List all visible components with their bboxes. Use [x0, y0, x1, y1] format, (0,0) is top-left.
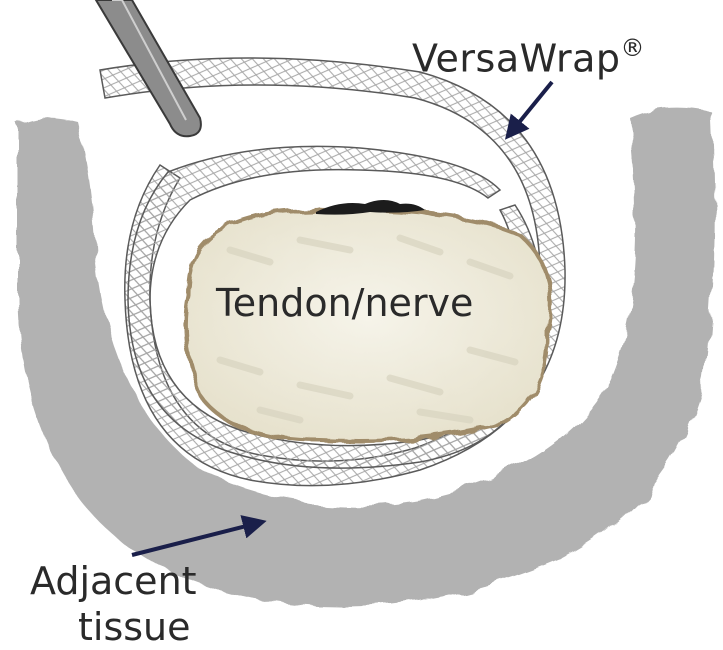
versawrap-arrow	[508, 82, 552, 136]
adjacent-tissue-label-line2: tissue	[78, 608, 191, 646]
adjacent-tissue-label-line1: Adjacent	[30, 562, 197, 600]
tendon-nerve-label: Tendon/nerve	[216, 284, 473, 322]
versawrap-label-text: VersaWrap	[412, 37, 621, 81]
versawrap-label: VersaWrap®	[412, 38, 645, 78]
tendon-nerve-core	[185, 210, 551, 441]
registered-mark: ®	[621, 34, 646, 62]
